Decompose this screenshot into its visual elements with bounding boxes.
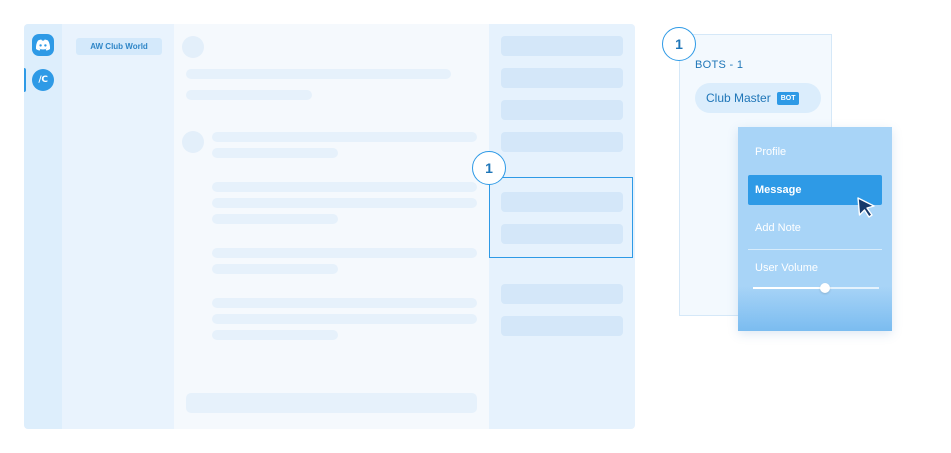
mouse-cursor-icon [857, 197, 875, 218]
menu-item-profile[interactable]: Profile [755, 146, 787, 158]
message-line-placeholder [212, 330, 338, 340]
bots-section-heading: BOTS - 1 [695, 59, 744, 71]
member-placeholder [501, 224, 623, 244]
message-line-placeholder [212, 298, 477, 308]
step-number-badge: 1 [662, 27, 696, 61]
member-placeholder [501, 100, 623, 120]
message-line-placeholder [186, 69, 451, 79]
bot-member-item[interactable]: Club Master BOT [695, 83, 821, 113]
message-line-placeholder [212, 314, 477, 324]
message-avatar-placeholder [182, 131, 204, 153]
member-placeholder [501, 316, 623, 336]
volume-slider-fill [753, 287, 825, 289]
step-number-badge: 1 [472, 151, 506, 185]
menu-divider [748, 249, 882, 250]
channel-sidebar [62, 24, 174, 429]
message-line-placeholder [212, 214, 338, 224]
menu-item-add-note[interactable]: Add Note [755, 222, 801, 234]
member-name: Club Master [706, 91, 771, 105]
member-placeholder-bot[interactable] [501, 192, 623, 212]
member-placeholder [501, 68, 623, 88]
server-icon[interactable]: /C [32, 69, 54, 91]
menu-item-user-volume-label: User Volume [755, 262, 818, 274]
message-line-placeholder [212, 248, 477, 258]
discord-logo-glyph [35, 39, 51, 51]
message-line-placeholder [212, 148, 338, 158]
message-line-placeholder [212, 198, 477, 208]
message-line-placeholder [186, 90, 312, 100]
server-rail [24, 24, 62, 429]
active-server-indicator [24, 68, 26, 92]
message-input-placeholder[interactable] [186, 393, 477, 413]
message-line-placeholder [212, 264, 338, 274]
server-icon-label: /C [38, 75, 48, 85]
member-placeholder [501, 36, 623, 56]
context-menu [738, 127, 892, 331]
message-line-placeholder [212, 132, 477, 142]
member-placeholder [501, 284, 623, 304]
volume-slider-knob[interactable] [819, 283, 830, 293]
message-avatar-placeholder [182, 36, 204, 58]
server-name[interactable]: AW Club World [76, 38, 162, 55]
bot-member-highlight [489, 177, 633, 258]
member-placeholder [501, 132, 623, 152]
bot-tag: BOT [776, 91, 800, 105]
discord-logo-icon[interactable] [32, 34, 54, 56]
message-line-placeholder [212, 182, 477, 192]
